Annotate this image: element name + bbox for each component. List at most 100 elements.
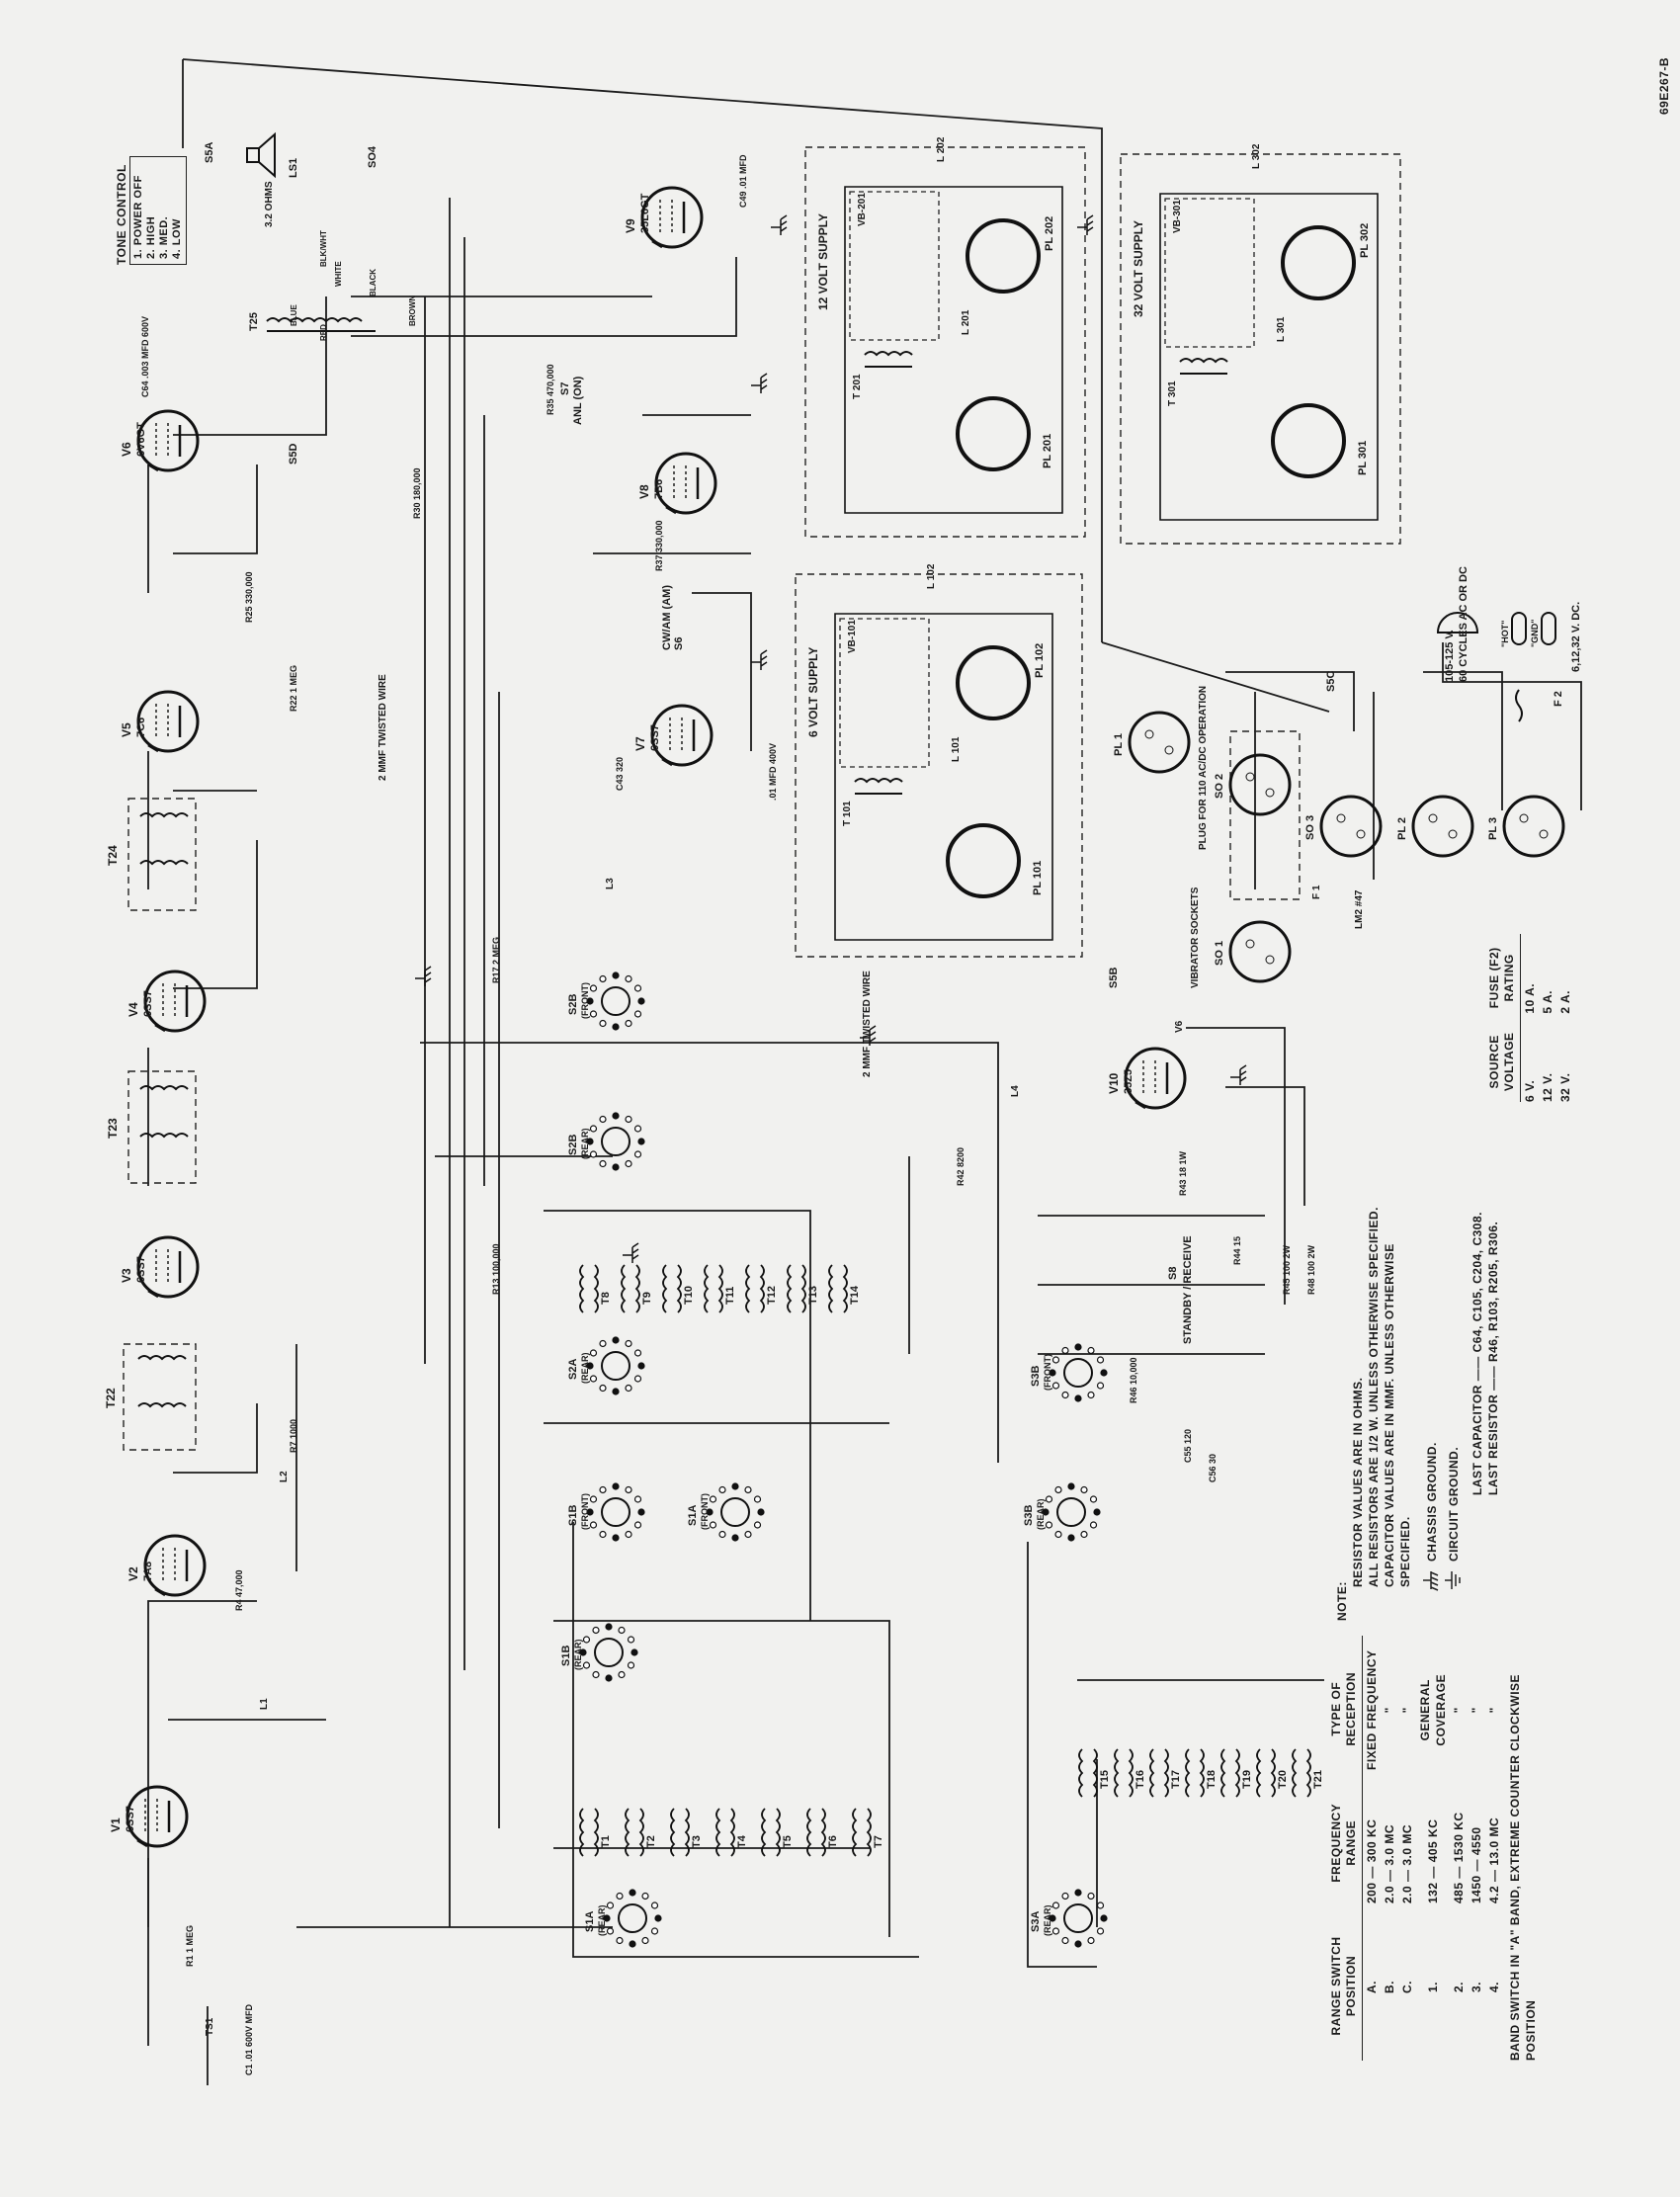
range-table-row: B.2.0 — 3.0 MC" xyxy=(1381,1636,1398,2061)
range-table-cell: 4. xyxy=(1487,1982,1501,1993)
wafer-switch-icon[interactable] xyxy=(1049,1889,1108,1948)
coil-ref: T12 xyxy=(766,1286,778,1305)
misc-label: L4 xyxy=(1010,1085,1021,1097)
range-table-cell: 200 — 300 KC xyxy=(1365,1818,1379,1903)
wire xyxy=(173,465,258,554)
misc-label: L2 xyxy=(279,1471,290,1482)
wafer-switch-icon[interactable] xyxy=(586,1482,645,1542)
component-value: R13 100,000 xyxy=(491,1243,501,1295)
range-table-cell: A. xyxy=(1365,1981,1379,1993)
coil-ref: T19 xyxy=(1241,1770,1253,1789)
shield-outline xyxy=(795,573,1083,958)
chassis-ground-label: CHASSIS GROUND. xyxy=(1425,1442,1439,1562)
range-table-cell: 1450 — 4550 xyxy=(1470,1826,1483,1903)
plug-ref: PL 201 xyxy=(1042,434,1053,468)
rf-coil-icon xyxy=(715,1808,735,1857)
tube-type: 35Z5 xyxy=(1123,1069,1134,1094)
rf-coil-icon xyxy=(1114,1748,1134,1798)
wafer-switch-icon[interactable] xyxy=(586,1336,645,1395)
coil-ref: T10 xyxy=(683,1286,695,1305)
shield-outline xyxy=(804,146,1086,538)
wire xyxy=(1186,1027,1286,1305)
ac-plug-icon xyxy=(1436,612,1479,634)
lead-color-label: BLACK xyxy=(369,269,378,296)
range-table-cell: " xyxy=(1400,1707,1414,1714)
notes-block: NOTE: RESISTOR VALUES ARE IN OHMS. ALL R… xyxy=(1334,1186,1463,1621)
dc-input-label: 6,12,32 V. DC. xyxy=(1570,602,1582,672)
rf-coil-icon xyxy=(704,1264,723,1313)
misc-label: L1 xyxy=(259,1698,270,1710)
tube-ref: V3 xyxy=(120,1268,133,1283)
vibrator-ref: VB-101 xyxy=(847,620,858,653)
rf-coil-icon xyxy=(787,1264,806,1313)
wire xyxy=(544,1210,811,1621)
switch-label: S5B xyxy=(1108,968,1120,988)
wafer-switch-icon[interactable] xyxy=(1049,1343,1108,1402)
wafer-switch-icon[interactable] xyxy=(706,1482,765,1542)
wafer-switch-icon[interactable] xyxy=(603,1889,662,1948)
fuse-table-block: SOURCE VOLTAGE FUSE (F2) RATING 6 V.10 A… xyxy=(1487,934,1572,1102)
range-table-row: C.2.0 — 3.0 MC" xyxy=(1398,1636,1416,2061)
range-table-cell: GENERAL COVERAGE xyxy=(1418,1673,1448,1746)
socket-ref: SO 2 xyxy=(1214,774,1225,799)
coil-ref: T6 xyxy=(827,1835,839,1848)
range-table-row: 3.1450 — 4550" xyxy=(1468,1636,1485,2061)
transformer-ref: T23 xyxy=(106,1118,120,1139)
lead-color-label: WHITE xyxy=(334,261,343,287)
tone-position: 2. HIGH xyxy=(145,215,157,259)
coil-ref: T7 xyxy=(873,1835,884,1848)
range-table-cell: " xyxy=(1452,1707,1466,1714)
coil-ref: T5 xyxy=(782,1835,794,1848)
wire xyxy=(173,1403,258,1474)
coil-ref: T3 xyxy=(691,1835,703,1848)
hot-terminal-icon xyxy=(1511,612,1527,645)
switch-position: (REAR) xyxy=(1043,1905,1052,1937)
vacuum-tube-icon xyxy=(654,452,717,515)
wafer-switch-icon[interactable] xyxy=(586,972,645,1031)
fuse-table-cell: 2 A. xyxy=(1558,990,1572,1014)
component-value: R1 1 MEG xyxy=(185,1925,195,1967)
circuit-ground-icon xyxy=(1445,1571,1461,1589)
plug-icon xyxy=(966,218,1041,294)
coil-ref: T14 xyxy=(849,1285,861,1305)
rf-coil-icon xyxy=(670,1808,690,1857)
chassis-ground-icon xyxy=(623,1242,639,1263)
speaker-icon xyxy=(246,131,276,179)
coil-ref: T9 xyxy=(641,1292,653,1305)
choke-ref: L 202 xyxy=(936,136,947,162)
coil-ref: T8 xyxy=(600,1292,612,1305)
range-table-cell: " xyxy=(1487,1707,1501,1714)
last-capacitor-values: C64, C105, C204, C308. xyxy=(1470,1212,1484,1353)
note-line: CAPACITOR VALUES ARE IN MMF. UNLESS OTHE… xyxy=(1383,1243,1412,1587)
wafer-switch-icon[interactable] xyxy=(579,1623,638,1682)
component-value: .01 MFD 400V xyxy=(768,743,778,801)
fuse-table-cell: 5 A. xyxy=(1541,990,1554,1014)
component-value: R7 1000 xyxy=(289,1419,298,1453)
plug-icon xyxy=(1271,403,1346,478)
supply-title: 6 VOLT SUPPLY xyxy=(806,647,820,737)
chassis-ground-icon xyxy=(1077,214,1094,235)
circuit-ground-label: CIRCUIT GROUND. xyxy=(1447,1446,1461,1562)
component-value: R48 100 2W xyxy=(1306,1244,1316,1295)
tone-control-title: TONE CONTROL xyxy=(115,164,128,265)
chassis-ground-icon xyxy=(1423,1571,1439,1591)
wafer-switch-icon[interactable] xyxy=(586,1112,645,1171)
socket-icon xyxy=(1319,795,1383,858)
switch-ref: S1A xyxy=(687,1505,699,1526)
rf-coil-icon xyxy=(761,1808,781,1857)
shield-outline xyxy=(123,1343,197,1451)
transformer-winding-icon xyxy=(139,1085,189,1091)
coil-ref: T18 xyxy=(1206,1770,1218,1789)
socket-ref: SO 3 xyxy=(1304,815,1316,840)
switch-ref: S1B xyxy=(567,1505,579,1526)
wafer-switch-icon[interactable] xyxy=(1042,1482,1101,1542)
supply-title: 12 VOLT SUPPLY xyxy=(816,213,830,310)
coil-ref: T1 xyxy=(600,1835,612,1848)
fuse-table-cell: 6 V. xyxy=(1523,1079,1537,1102)
switch-ref: S1A xyxy=(584,1911,596,1932)
fuse-ref: F 1 xyxy=(1311,885,1322,899)
tube-type: 6SS7 xyxy=(142,990,154,1017)
